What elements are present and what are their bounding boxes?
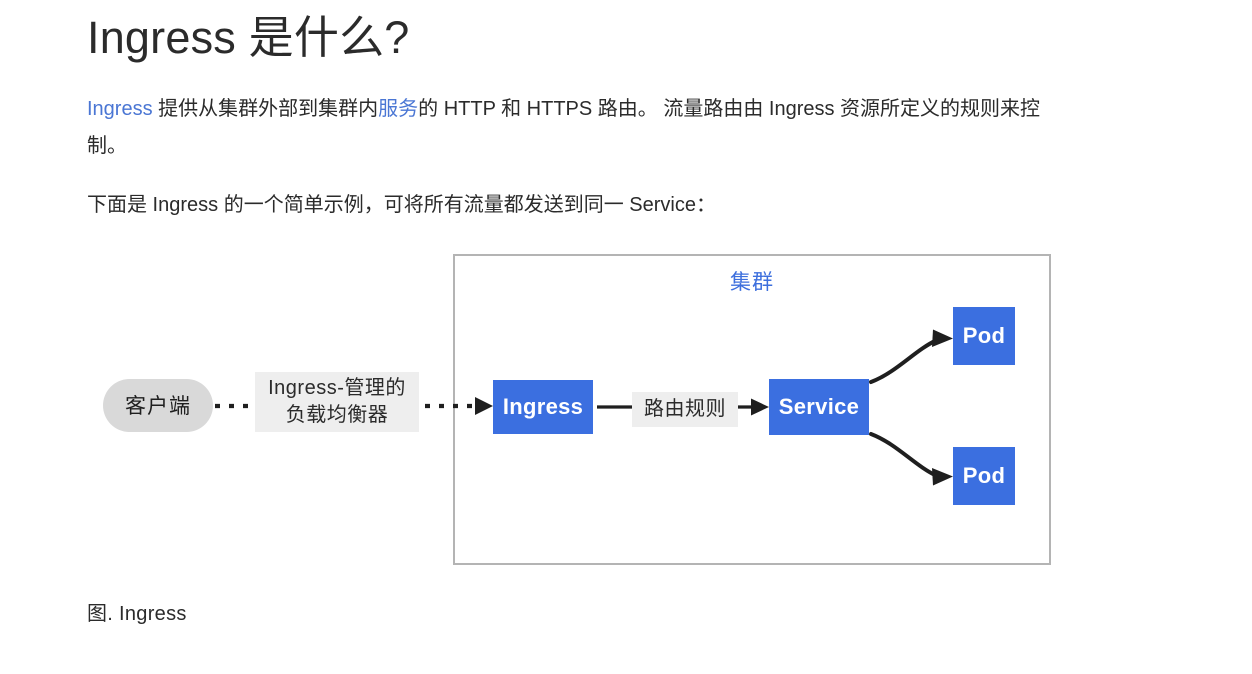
cluster-label: 集群 (730, 270, 774, 294)
diagram-canvas: 集群 (87, 246, 1087, 576)
link-ingress[interactable]: Ingress (87, 97, 153, 120)
edge-label-load-balancer: Ingress-管理的 负载均衡器 (255, 371, 419, 432)
edge-label-load-balancer-line1: Ingress-管理的 (268, 376, 406, 399)
node-ingress: Ingress (493, 379, 593, 434)
paragraph-intro-text-1: 提供从集群外部到集群内 (152, 97, 379, 120)
node-pod-top: Pod (953, 306, 1015, 365)
edge-label-routing-rules: 路由规则 (632, 391, 738, 427)
paragraph-intro-text-2: 的 HTTP 和 HTTPS 路由。 流量路由由 Ingress 资源所定义的规… (87, 97, 1041, 157)
figure-caption: 图. Ingress (87, 602, 187, 625)
ingress-diagram-figure: 集群 (87, 246, 1087, 625)
edge-label-load-balancer-line2: 负载均衡器 (285, 403, 389, 426)
paragraph-intro: Ingress 提供从集群外部到集群内服务的 HTTP 和 HTTPS 路由。 … (87, 91, 1062, 165)
node-pod-bottom: Pod (953, 446, 1015, 505)
link-service[interactable]: 服务 (378, 97, 419, 120)
page-title: Ingress 是什么? (87, 12, 410, 63)
node-service: Service (769, 378, 869, 435)
paragraph-example-intro: 下面是 Ingress 的一个简单示例，可将所有流量都发送到同一 Service… (87, 187, 1062, 224)
document-page: Ingress 是什么? Ingress 提供从集群外部到集群内服务的 HTTP… (87, 0, 1187, 625)
node-client: 客户端 (103, 378, 213, 432)
paragraph-example-intro-text: 下面是 Ingress 的一个简单示例，可将所有流量都发送到同一 Service… (87, 193, 716, 216)
